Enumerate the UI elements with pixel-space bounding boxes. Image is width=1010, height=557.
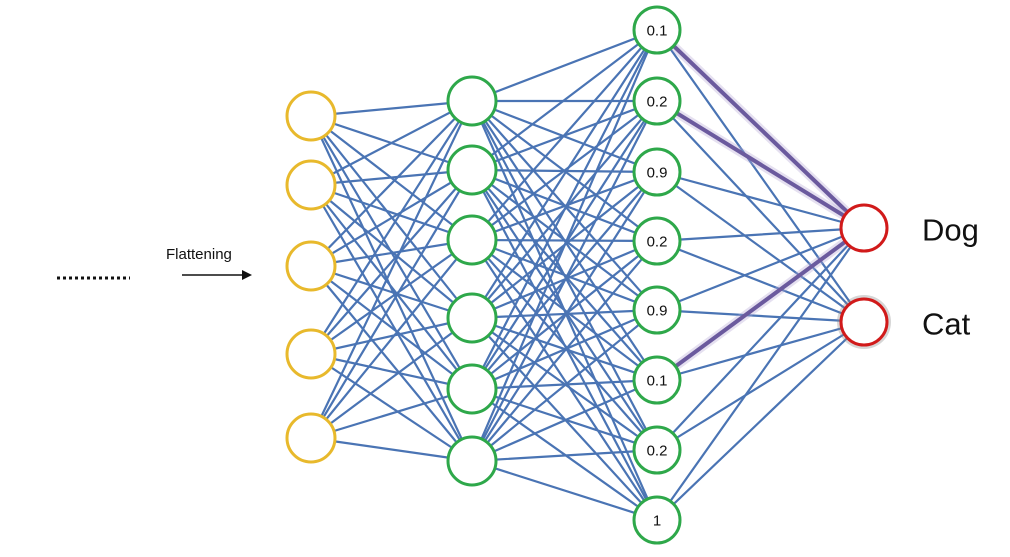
feature-node xyxy=(632,147,682,197)
input-hidden-edge xyxy=(309,99,474,187)
input-node xyxy=(285,90,337,142)
hidden-feature-edge xyxy=(470,238,659,243)
feature-node-value: 0.1 xyxy=(647,23,668,40)
feature-node xyxy=(632,355,682,405)
feature-output-edge xyxy=(655,226,866,452)
hidden-feature-edge xyxy=(470,28,659,463)
feature-output-edge xyxy=(655,170,866,324)
highlighted-edge xyxy=(655,28,866,230)
input-hidden-edge xyxy=(309,168,474,440)
input-hidden-edge xyxy=(309,183,474,463)
feature-output-edge xyxy=(655,320,866,382)
output-label-dog: Dog xyxy=(922,213,979,248)
feature-node-value: 0.2 xyxy=(647,443,668,460)
hidden-feature-edge xyxy=(470,28,659,242)
input-hidden-edge xyxy=(309,99,474,268)
hidden-feature-edge xyxy=(470,308,659,463)
input-hidden-edge xyxy=(309,238,474,356)
input-node xyxy=(285,328,337,380)
highlighted-edge xyxy=(655,99,866,230)
feature-output-edge xyxy=(655,320,866,452)
feature-output-edge xyxy=(655,170,866,230)
hidden-node xyxy=(446,292,498,344)
input-hidden-edge xyxy=(309,238,474,440)
input-hidden-edge xyxy=(309,387,474,440)
hidden-feature-edge xyxy=(470,99,659,463)
feature-output-edge xyxy=(655,28,866,324)
input-hidden-edge xyxy=(309,264,474,463)
hidden-feature-edge xyxy=(470,170,659,463)
input-hidden-edge xyxy=(309,183,474,391)
hidden-feature-edge xyxy=(470,28,659,391)
input-hidden-edge xyxy=(309,99,474,356)
feature-node xyxy=(632,495,682,545)
flattening-label: Flattening xyxy=(166,246,232,263)
feature-node-value: 0.2 xyxy=(647,94,668,111)
feature-output-edge xyxy=(655,239,866,324)
hidden-feature-edge xyxy=(470,28,659,320)
connection-lines xyxy=(309,28,866,522)
input-hidden-edge xyxy=(309,168,474,187)
input-hidden-edge xyxy=(309,238,474,268)
feature-node xyxy=(632,216,682,266)
hidden-feature-edge xyxy=(470,239,659,463)
hidden-node xyxy=(446,363,498,415)
input-hidden-edge xyxy=(309,99,474,118)
hidden-feature-edge xyxy=(470,99,659,242)
input-hidden-edge xyxy=(309,352,474,391)
feature-node-value: 0.1 xyxy=(647,373,668,390)
feature-output-edge xyxy=(655,226,866,243)
feature-output-edge xyxy=(655,320,866,522)
highlighted-connections xyxy=(652,25,869,385)
hidden-node xyxy=(446,75,498,127)
input-node xyxy=(285,240,337,292)
feature-node-value: 0.9 xyxy=(647,165,668,182)
flattening-arrow-icon xyxy=(242,270,252,280)
output-node-cat xyxy=(839,297,889,347)
hidden-node xyxy=(446,214,498,266)
input-hidden-edge xyxy=(309,183,474,320)
hidden-feature-edge xyxy=(470,448,659,463)
hidden-feature-edge xyxy=(470,28,659,172)
input-hidden-edge xyxy=(309,264,474,391)
hidden-node xyxy=(446,435,498,487)
input-hidden-edge xyxy=(309,99,474,440)
feature-output-edge xyxy=(655,308,866,324)
output-label-cat: Cat xyxy=(922,307,971,342)
hidden-feature-edge xyxy=(470,378,659,463)
feature-node xyxy=(632,285,682,335)
feature-node-value: 1 xyxy=(653,513,661,530)
input-hidden-edge xyxy=(309,316,474,356)
input-hidden-edge xyxy=(309,168,474,268)
feature-node xyxy=(632,76,682,126)
input-node xyxy=(285,159,337,211)
input-node xyxy=(285,412,337,464)
highlighted-edge xyxy=(655,226,866,382)
hidden-node xyxy=(446,144,498,196)
feature-output-edge xyxy=(655,226,866,312)
hidden-feature-edge xyxy=(470,238,659,312)
feature-node xyxy=(632,425,682,475)
input-hidden-edge xyxy=(309,183,474,242)
hidden-feature-edge xyxy=(470,170,659,242)
feature-node xyxy=(632,5,682,55)
input-hidden-edge xyxy=(309,168,474,356)
output-node-dog xyxy=(839,203,889,253)
input-hidden-edge xyxy=(309,436,474,463)
hidden-feature-edge xyxy=(470,28,659,103)
input-hidden-edge xyxy=(309,264,474,320)
hidden-feature-edge xyxy=(470,459,659,522)
hidden-feature-edge xyxy=(470,238,659,452)
input-hidden-edge xyxy=(309,352,474,463)
feature-output-edge xyxy=(655,99,866,324)
hidden-feature-edge xyxy=(470,238,659,522)
hidden-feature-edge xyxy=(470,238,659,382)
feature-node-value: 0.2 xyxy=(647,234,668,251)
feature-output-edge xyxy=(655,226,866,522)
input-hidden-edge xyxy=(309,316,474,440)
feature-node-value: 0.9 xyxy=(647,303,668,320)
